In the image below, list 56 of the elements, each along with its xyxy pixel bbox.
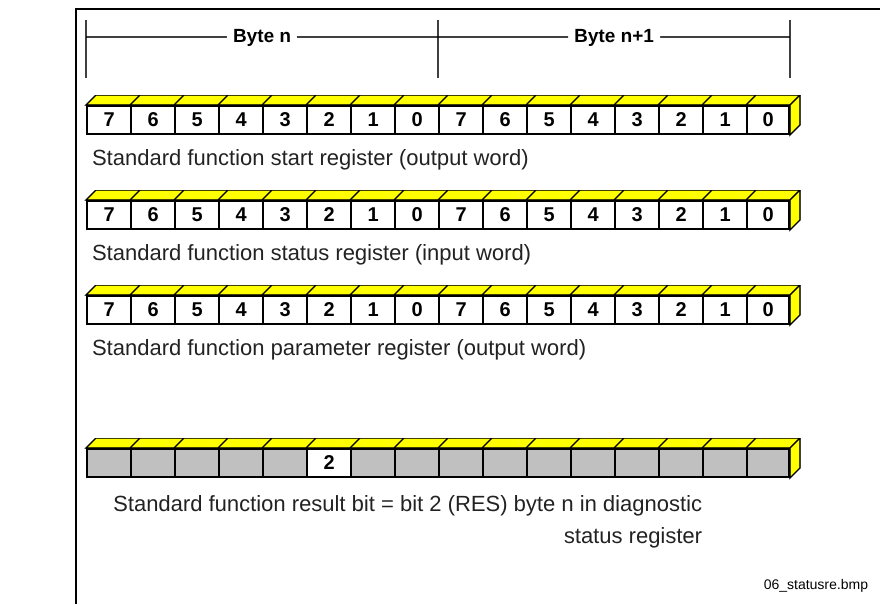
- bit-cell: 6: [482, 200, 528, 230]
- bit-cell: 2: [306, 105, 352, 135]
- bit-cell: 2: [306, 448, 352, 478]
- register-caption: Standard function start register (output word): [92, 145, 529, 171]
- bit-cell: 1: [702, 105, 748, 135]
- bit-cell: 1: [350, 105, 396, 135]
- bit-cell: 0: [394, 295, 440, 325]
- bit-cell: 6: [130, 295, 176, 325]
- bit-cell: 3: [614, 200, 660, 230]
- bit-cell: 4: [570, 105, 616, 135]
- bit-cell: 4: [218, 200, 264, 230]
- bit-cell: 1: [350, 200, 396, 230]
- bit-cell: 7: [438, 295, 484, 325]
- bit-cell: 1: [350, 295, 396, 325]
- bit-cell: 6: [482, 105, 528, 135]
- bit-cell: 4: [570, 295, 616, 325]
- bit-cell: 3: [262, 105, 308, 135]
- register-caption: Standard function parameter register (output word): [92, 335, 586, 361]
- bit-cell: 5: [174, 105, 220, 135]
- bit-cell: 6: [130, 200, 176, 230]
- bit-cell: 6: [130, 105, 176, 135]
- bit-cell: 1: [702, 200, 748, 230]
- bit-cell: 7: [86, 105, 132, 135]
- bit-cell: 7: [86, 200, 132, 230]
- bit-cell: 5: [174, 295, 220, 325]
- bit-cell: 2: [306, 200, 352, 230]
- bit-cell: 3: [614, 295, 660, 325]
- bit-cell: 3: [262, 295, 308, 325]
- bit-cell: 2: [658, 200, 704, 230]
- bit-cell: 3: [262, 200, 308, 230]
- bit-cell: 5: [526, 295, 572, 325]
- bit-cell: 0: [746, 295, 790, 325]
- bit-cell: 0: [746, 105, 790, 135]
- bit-cell: 5: [526, 105, 572, 135]
- bit-cell: 4: [218, 295, 264, 325]
- bit-cell: 0: [394, 105, 440, 135]
- bit-cell: 7: [86, 295, 132, 325]
- bit-cell: 5: [526, 200, 572, 230]
- byte-label: Byte n+1: [568, 26, 660, 48]
- bit-cell: 6: [482, 295, 528, 325]
- bit-cell: 7: [438, 105, 484, 135]
- bit-cell: 0: [746, 200, 790, 230]
- byte-label: Byte n: [226, 26, 298, 48]
- bit-cell: 4: [218, 105, 264, 135]
- bit-cell: 1: [702, 295, 748, 325]
- bit-cell: 7: [438, 200, 484, 230]
- bit-cell: 4: [570, 200, 616, 230]
- bit-cell: 0: [394, 200, 440, 230]
- bit-cell: 5: [174, 200, 220, 230]
- bit-cell: 2: [658, 295, 704, 325]
- bit-cell: 3: [614, 105, 660, 135]
- bit-cell: 2: [658, 105, 704, 135]
- bit-cell: 2: [306, 295, 352, 325]
- register-caption: Standard function result bit = bit 2 (RES) byte n in diagnostic status register: [112, 490, 702, 550]
- register-caption: Standard function status register (input word): [92, 240, 532, 266]
- file-name: 06_statusre.bmp: [764, 576, 868, 592]
